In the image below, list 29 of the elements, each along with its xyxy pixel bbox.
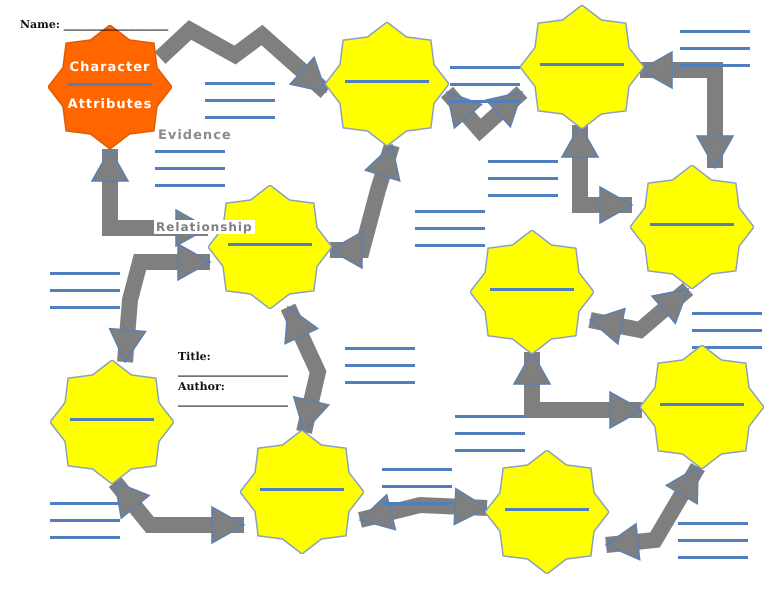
block-arrow bbox=[91, 148, 209, 247]
blank-star bbox=[640, 345, 764, 469]
block-arrow bbox=[639, 51, 734, 169]
block-arrow bbox=[513, 351, 643, 429]
block-arrow bbox=[588, 282, 694, 345]
block-arrow bbox=[280, 304, 330, 434]
fill-in-line: ____________________ bbox=[178, 364, 288, 377]
blank-star bbox=[470, 230, 594, 354]
blank-star bbox=[520, 5, 644, 129]
block-arrow bbox=[108, 243, 211, 363]
section-label: Evidence bbox=[158, 128, 232, 143]
name-field-label: Name: ___________________ bbox=[20, 18, 168, 31]
block-arrow bbox=[329, 142, 400, 269]
block-arrow bbox=[561, 124, 633, 224]
blank-star bbox=[240, 430, 364, 554]
author-label: Author: bbox=[178, 380, 225, 393]
heading-text: Attributes bbox=[66, 96, 154, 112]
fill-in-line: ____________________ bbox=[178, 394, 288, 407]
block-arrow bbox=[108, 476, 245, 544]
title-label: Title: bbox=[178, 350, 211, 363]
block-arrow bbox=[605, 462, 705, 560]
block-arrow bbox=[358, 488, 488, 530]
blank-star bbox=[325, 22, 449, 146]
edge-label: Relationship bbox=[154, 220, 255, 234]
block-arrow bbox=[440, 86, 528, 142]
blank-star bbox=[50, 360, 174, 484]
blank-star bbox=[485, 450, 609, 574]
heading-text: Character bbox=[68, 60, 152, 75]
blank-star bbox=[630, 165, 754, 289]
